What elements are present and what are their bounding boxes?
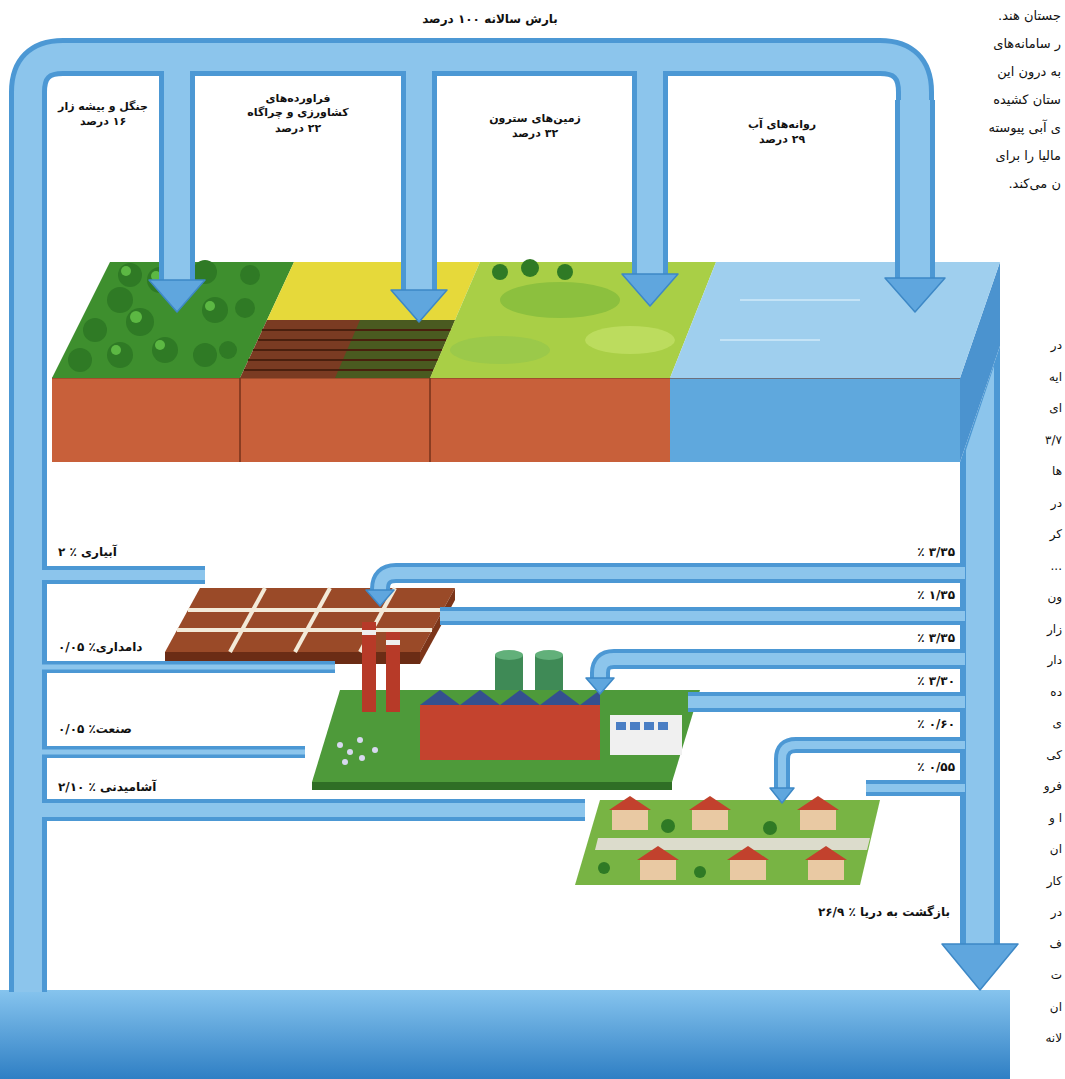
- page-text-fragment: زار: [1002, 622, 1062, 638]
- page-text-fragment: ده: [1002, 685, 1062, 701]
- return-label: ۲۶/۹ ٪ بازگشت به دریا: [700, 905, 950, 921]
- page-text-fragment: ای: [1002, 401, 1062, 417]
- flow-label: ۰/۰۵ ٪صنعت: [58, 722, 248, 738]
- land-use-label: روانه‌های آب: [707, 118, 857, 132]
- page-text-fragment: ت: [1002, 968, 1062, 984]
- page-text-fragment: ها: [1002, 464, 1062, 480]
- flow-percent-label: ٪ ۱/۳۵: [845, 588, 955, 604]
- page-text-fragment: ...: [1002, 559, 1062, 575]
- page-text-fragment: ی آبی پیوسته: [931, 120, 1061, 137]
- percent-label: ۲۹ درصد: [707, 133, 857, 147]
- flow-label: ۰/۰۵ ٪دامداری: [58, 640, 248, 656]
- page-text-fragment: کر: [1002, 527, 1062, 543]
- page-text-fragment: ایه: [1002, 370, 1062, 386]
- page-text-fragment: فرو: [1002, 779, 1062, 795]
- sea: [0, 990, 1010, 1079]
- flow-label: ۲ ٪ آبیاری: [58, 545, 248, 561]
- page-text-fragment: ی: [1002, 716, 1062, 732]
- factory: [312, 622, 700, 790]
- page-text-fragment: ا و: [1002, 811, 1062, 827]
- page-text-fragment: جستان هند.: [931, 8, 1061, 25]
- page-text-fragment: دار: [1002, 653, 1062, 669]
- page-text-fragment: ۳/۷: [1002, 433, 1062, 449]
- flow-percent-label: ٪ ۳/۳۵: [845, 631, 955, 647]
- page-text-fragment: ان: [1002, 1000, 1062, 1016]
- page-text-fragment: در: [1002, 338, 1062, 354]
- irrigation-field: [165, 588, 455, 664]
- percent-label: ۱۶ درصد: [51, 115, 155, 129]
- flow-bands: [28, 57, 1018, 992]
- flow-percent-label: ٪ ۳/۳۵: [845, 545, 955, 561]
- flow-percent-label: ٪ ۳/۳۰: [845, 674, 955, 690]
- flow-label: ۲/۱۰ ٪ آشامیدنی: [58, 780, 248, 796]
- page-text-fragment: مالیا را برای: [931, 148, 1061, 165]
- page-text-fragment: در: [1002, 905, 1062, 921]
- page-text-fragment: کار: [1002, 874, 1062, 890]
- page-text-fragment: ر سامانه‌های: [931, 36, 1061, 53]
- page-text-fragment: لانه: [1002, 1031, 1062, 1047]
- percent-label: ۲۲ درصد: [242, 122, 354, 136]
- page-text-fragment: کی: [1002, 748, 1062, 764]
- percent-label: ۳۲ درصد: [470, 127, 600, 141]
- page-text-fragment: ن می‌کند.: [931, 176, 1061, 193]
- land-slab: [52, 259, 1000, 462]
- flow-percent-label: ٪ ۰/۶۰: [845, 717, 955, 733]
- land-use-label: فراورده‌های کشاورزی و چراگاه: [242, 92, 354, 121]
- page-text-fragment: به درون این: [931, 64, 1061, 81]
- page-text-fragment: ان: [1002, 842, 1062, 858]
- page-text-fragment: در: [1002, 496, 1062, 512]
- flow-percent-label: ٪ ۰/۵۵: [845, 760, 955, 776]
- houses: [575, 796, 880, 885]
- land-use-label: جنگل و بیشه زار: [51, 100, 155, 114]
- page-text-fragment: ون: [1002, 590, 1062, 606]
- diagram-title: بارش سالانه ۱۰۰ درصد: [340, 12, 640, 28]
- land-use-label: زمین‌های سترون: [470, 112, 600, 126]
- page-text-fragment: ف: [1002, 937, 1062, 953]
- page-text-fragment: ستان کشیده: [931, 92, 1061, 109]
